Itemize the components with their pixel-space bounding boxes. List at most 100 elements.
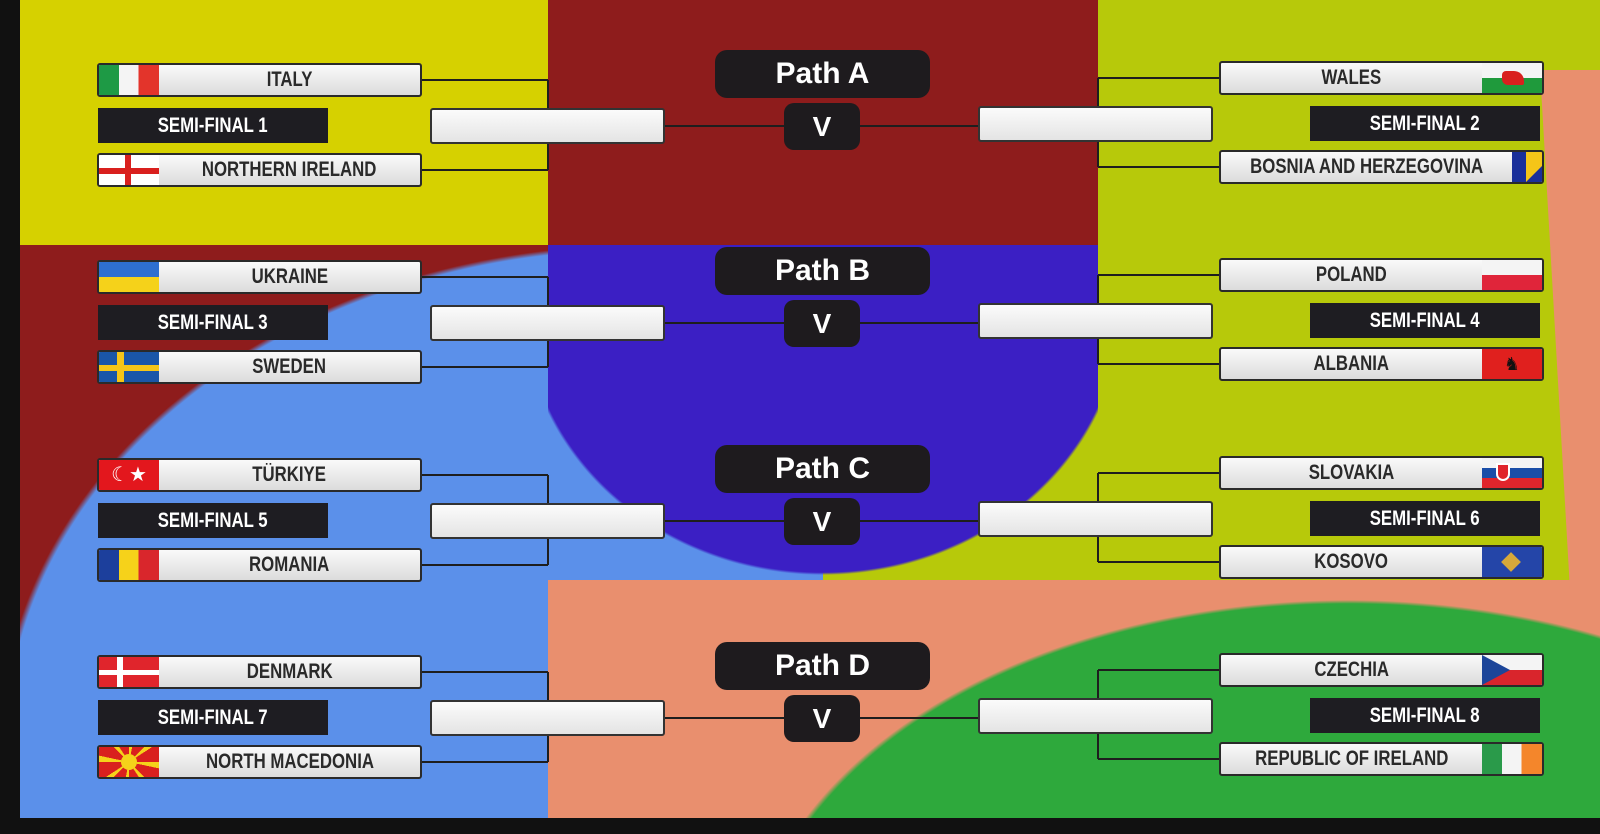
team-box[interactable]: ITALY: [97, 63, 422, 97]
team-name: NORTHERN IRELAND: [159, 158, 420, 182]
label-text: KOSOVO: [1314, 550, 1389, 573]
team-box[interactable]: REPUBLIC OF IRELAND: [1219, 742, 1544, 776]
label-text: CZECHIA: [1314, 658, 1389, 681]
semi-final-label: SEMI-FINAL 4: [1310, 303, 1540, 338]
team-box[interactable]: ALBANIA ♞: [1219, 347, 1544, 381]
team-name: ITALY: [159, 68, 420, 92]
slovakia-flag-icon: [1482, 458, 1542, 488]
left-winner-slot[interactable]: [430, 700, 665, 736]
denmark-flag-icon: [99, 657, 159, 687]
team-box[interactable]: SLOVAKIA: [1219, 456, 1544, 490]
semi-final-label: SEMI-FINAL 3: [98, 305, 328, 340]
albania-flag-icon: ♞: [1482, 349, 1542, 379]
sweden-flag-icon: [99, 352, 159, 382]
label-text: DENMARK: [246, 660, 333, 683]
label-text: SEMI-FINAL 5: [158, 508, 268, 532]
label-text: ROMANIA: [249, 553, 330, 576]
label-text: SWEDEN: [252, 355, 327, 378]
left-winner-slot[interactable]: [430, 108, 665, 144]
label-text: NORTHERN IRELAND: [202, 158, 377, 181]
label-text: V: [812, 110, 832, 142]
team-name: UKRAINE: [159, 265, 420, 289]
right-winner-slot[interactable]: [978, 698, 1213, 734]
team-box[interactable]: POLAND: [1219, 258, 1544, 292]
team-name: BOSNIA AND HERZEGOVINA: [1221, 155, 1512, 179]
northern-ireland-flag-icon: [99, 155, 159, 185]
label-text: POLAND: [1316, 263, 1387, 286]
label-text: TÜRKIYE: [252, 463, 327, 486]
versus-badge: V: [784, 695, 860, 742]
right-winner-slot[interactable]: [978, 303, 1213, 339]
label-text: BOSNIA AND HERZEGOVINA: [1250, 155, 1484, 178]
semi-final-label: SEMI-FINAL 6: [1310, 501, 1540, 536]
team-name: REPUBLIC OF IRELAND: [1221, 747, 1482, 771]
team-box[interactable]: CZECHIA: [1219, 653, 1544, 687]
north-macedonia-flag-icon: [99, 747, 159, 777]
team-name: SLOVAKIA: [1221, 461, 1482, 485]
semi-final-label: SEMI-FINAL 5: [98, 503, 328, 538]
kosovo-flag-icon: [1482, 547, 1542, 577]
left-winner-slot[interactable]: [430, 305, 665, 341]
label-text: Path B: [774, 254, 870, 287]
team-box[interactable]: NORTH MACEDONIA: [97, 745, 422, 779]
semi-final-label: SEMI-FINAL 2: [1310, 106, 1540, 141]
ireland-flag-icon: [1482, 744, 1542, 774]
wales-flag-icon: [1482, 63, 1542, 93]
team-box[interactable]: DENMARK: [97, 655, 422, 689]
team-name: KOSOVO: [1221, 550, 1482, 574]
path-label: Path C: [715, 445, 930, 493]
label-text: UKRAINE: [251, 265, 328, 288]
label-text: NORTH MACEDONIA: [205, 750, 374, 773]
team-name: WALES: [1221, 66, 1482, 90]
left-winner-slot[interactable]: [430, 503, 665, 539]
label-text: Path A: [775, 57, 870, 90]
label-text: ALBANIA: [1313, 352, 1390, 375]
label-text: SEMI-FINAL 6: [1370, 506, 1480, 530]
label-text: SEMI-FINAL 7: [158, 705, 268, 729]
label-text: SLOVAKIA: [1308, 461, 1395, 484]
team-box[interactable]: BOSNIA AND HERZEGOVINA: [1219, 150, 1544, 184]
label-text: V: [812, 702, 832, 734]
team-box[interactable]: KOSOVO: [1219, 545, 1544, 579]
versus-badge: V: [784, 498, 860, 545]
label-text: Path D: [774, 649, 870, 682]
team-box[interactable]: ROMANIA: [97, 548, 422, 582]
team-box[interactable]: UKRAINE: [97, 260, 422, 294]
path-label: Path B: [715, 247, 930, 295]
team-box[interactable]: SWEDEN: [97, 350, 422, 384]
team-name: NORTH MACEDONIA: [159, 750, 420, 774]
label-text: REPUBLIC OF IRELAND: [1254, 747, 1449, 770]
turkiye-flag-icon: ☾★: [99, 460, 159, 490]
label-text: Path C: [774, 452, 870, 485]
label-text: SEMI-FINAL 2: [1370, 111, 1480, 135]
team-box[interactable]: NORTHERN IRELAND: [97, 153, 422, 187]
label-text: WALES: [1321, 66, 1382, 89]
czechia-flag-icon: [1482, 655, 1542, 685]
versus-badge: V: [784, 103, 860, 150]
semi-final-label: SEMI-FINAL 7: [98, 700, 328, 735]
path-label: Path A: [715, 50, 930, 98]
right-winner-slot[interactable]: [978, 501, 1213, 537]
poland-flag-icon: [1482, 260, 1542, 290]
right-winner-slot[interactable]: [978, 106, 1213, 142]
team-box[interactable]: ☾★ TÜRKIYE: [97, 458, 422, 492]
team-name: ROMANIA: [159, 553, 420, 577]
bosnia-flag-icon: [1512, 152, 1542, 182]
romania-flag-icon: [99, 550, 159, 580]
team-box[interactable]: WALES: [1219, 61, 1544, 95]
versus-badge: V: [784, 300, 860, 347]
italy-flag-icon: [99, 65, 159, 95]
label-text: V: [812, 505, 832, 537]
team-name: CZECHIA: [1221, 658, 1482, 682]
semi-final-label: SEMI-FINAL 8: [1310, 698, 1540, 733]
team-name: ALBANIA: [1221, 352, 1482, 376]
label-text: SEMI-FINAL 4: [1370, 308, 1480, 332]
label-text: SEMI-FINAL 3: [158, 310, 268, 334]
label-text: SEMI-FINAL 1: [158, 113, 268, 137]
ukraine-flag-icon: [99, 262, 159, 292]
label-text: SEMI-FINAL 8: [1370, 703, 1480, 727]
team-name: POLAND: [1221, 263, 1482, 287]
team-name: DENMARK: [159, 660, 420, 684]
team-name: TÜRKIYE: [159, 463, 420, 487]
semi-final-label: SEMI-FINAL 1: [98, 108, 328, 143]
